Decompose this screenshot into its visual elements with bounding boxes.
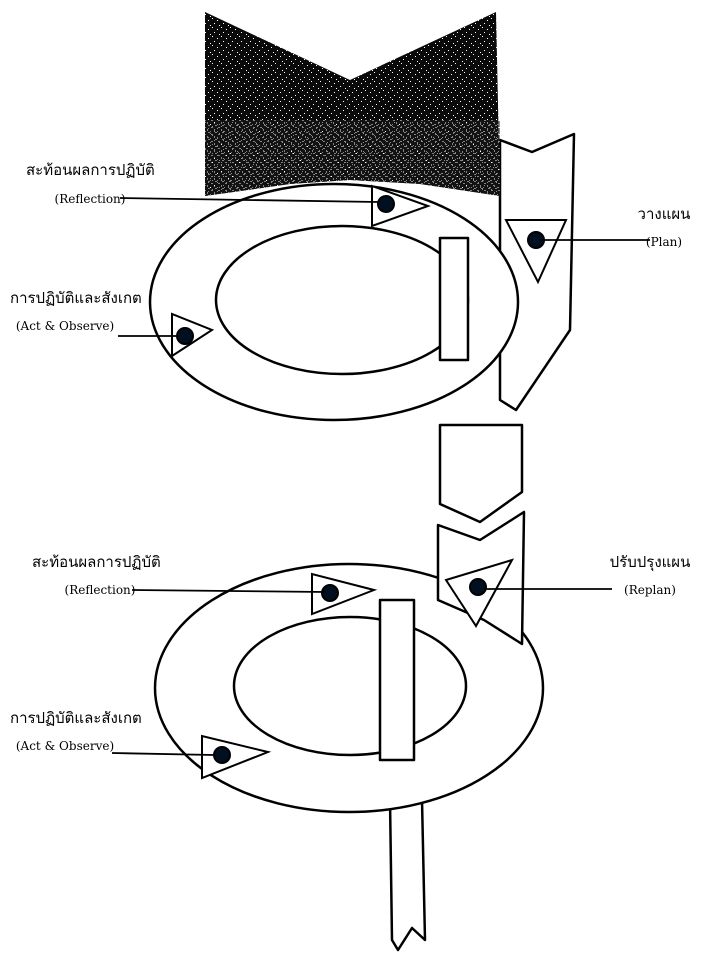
marker-act-observe-2 [201, 734, 272, 780]
leader-act-observe-2 [111, 752, 215, 756]
plan-english-label: (Plan) [645, 235, 683, 249]
reflection-2-english-label: (Reflection) [64, 583, 136, 597]
tail-arrow [388, 798, 427, 952]
act-observe-2-english-label: (Act & Observe) [15, 739, 115, 753]
upper-ring-strip [438, 236, 470, 362]
act-observe-2-thai-label: การปฏิบัติและสังเกต [10, 709, 142, 727]
leader-reflection-2 [131, 589, 327, 593]
marker-reflection-2 [311, 572, 378, 616]
marker-reflection-1 [371, 184, 431, 228]
plan-thai-label: วางแผน [637, 205, 691, 223]
reflection-1-thai-label: สะท้อนผลการปฏิบัติ [26, 161, 155, 179]
marker-act-observe-1 [171, 312, 215, 358]
marker-plan [504, 219, 568, 285]
lower-ring-strip [378, 598, 416, 762]
replan-english-label: (Replan) [624, 583, 676, 597]
reflection-2-thai-label: สะท้อนผลการปฏิบัติ [32, 553, 161, 571]
replan-thai-label: ปรับปรุงแผน [609, 553, 691, 571]
marker-replan [444, 558, 515, 628]
connector-arrow [438, 423, 524, 524]
leader-reflection-1 [119, 197, 379, 203]
act-observe-1-english-label: (Act & Observe) [15, 319, 115, 333]
reflection-1-english-label: (Reflection) [54, 192, 126, 206]
act-observe-1-thai-label: การปฏิบัติและสังเกต [10, 289, 142, 307]
